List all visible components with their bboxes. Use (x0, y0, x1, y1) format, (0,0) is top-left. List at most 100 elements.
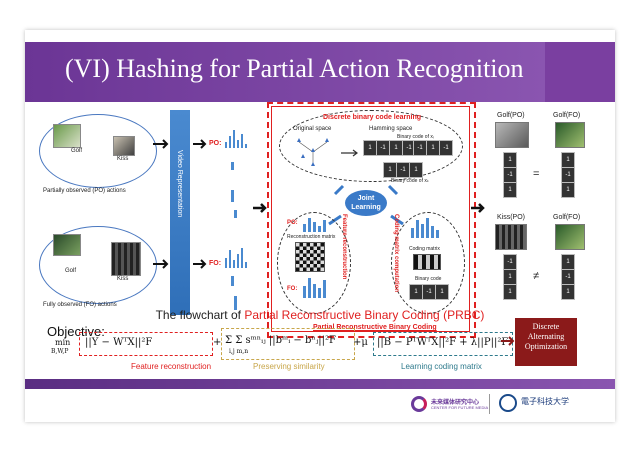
code-cell: -1 (561, 167, 575, 183)
reconstruction-matrix (295, 242, 325, 272)
code-cell: -1 (503, 167, 517, 183)
code-cell: -1 (503, 254, 517, 270)
joint-learning-node: Joint Learning (345, 190, 387, 216)
discrete-alternating-optimization-box: Discrete Alternating Optimization (515, 318, 577, 366)
code-cell: -1 (413, 140, 427, 156)
code-cell: 1 (503, 284, 517, 300)
golf-fo-thumb (53, 234, 81, 256)
fo-tag: FO: (209, 260, 222, 267)
code-cell: -1 (422, 284, 436, 300)
flowchart-caption: The flowchart of Partial Reconstructive … (25, 308, 615, 322)
kiss-fo-thumb (111, 242, 141, 276)
feature-reconstruction-vlabel: Feature reconstruction (341, 214, 347, 280)
po-tag: PO: (209, 140, 222, 147)
kiss-label-fo: Kiss (117, 276, 129, 282)
footer-bar (25, 379, 615, 389)
golf-fo-image (555, 122, 585, 148)
formula-min-sub: B,W,P (51, 348, 69, 355)
golf-po-thumb (53, 124, 81, 148)
code-cell: 1 (383, 162, 397, 178)
formula-min: min (55, 338, 71, 347)
preserving-similarity-box (221, 328, 355, 360)
cfm-logo-icon (411, 396, 427, 412)
legend-preserving-similarity: Preserving similarity (253, 362, 325, 371)
po-more-bars (231, 162, 237, 218)
code-cell: 1 (435, 284, 449, 300)
golf-po-title: Golf(PO) (497, 112, 525, 119)
original-space-label: Original space (293, 126, 332, 132)
code-cell: 1 (389, 140, 403, 156)
prbc-fo-hist (303, 278, 326, 298)
fo-caption: Fully observed (FO) actions (43, 302, 117, 308)
kiss-po-thumb (113, 136, 135, 156)
prbc-inner-frame (271, 106, 470, 332)
legend-learning-coding-matrix: Learning coding matrix (401, 362, 482, 371)
formula-term3: ||B − PᵀWᵀX||²F + λ||P||²F (377, 337, 509, 348)
feature-arrows (193, 139, 207, 269)
code-cell: 1 (561, 182, 575, 198)
binary-code-label: Binary code (415, 276, 442, 282)
cfm-logo-cn: 未来媒体研究中心 (431, 400, 480, 406)
cfm-logo-en: CENTER FOR FUTURE MEDIA (431, 405, 489, 410)
legend-feature-reconstruction: Feature reconstruction (131, 362, 212, 371)
code-cell: 1 (503, 182, 517, 198)
coding-hist (411, 218, 439, 238)
code-cell: 1 (561, 284, 575, 300)
to-results-arrow (471, 203, 485, 213)
code-cell: 1 (561, 152, 575, 168)
feature-reconstruction-box (79, 332, 213, 356)
dbcl-title: Discrete binary code learning (323, 114, 422, 121)
coding-matrix-vlabel: Coding matrix computation (393, 214, 399, 292)
disc-line-2: Alternating (527, 332, 565, 341)
code-cell: 1 (409, 284, 423, 300)
kiss-po-image (495, 224, 527, 250)
binary-code-xi-label: Binary code of xᵢ (397, 134, 434, 140)
code-cell: 1 (363, 140, 377, 156)
code-cell: -1 (376, 140, 390, 156)
code-cell: 1 (503, 269, 517, 285)
dbcl-ellipse (279, 110, 463, 182)
po-histogram (225, 130, 247, 148)
code-cell: -1 (561, 269, 575, 285)
coding-matrix-circle (391, 212, 465, 314)
code-cell: 1 (409, 162, 423, 178)
slide-title: (VI) Hashing for Partial Action Recognit… (65, 54, 524, 83)
kiss-label-po: Kiss (117, 156, 129, 162)
prbc-label: Partial Reconstructive Binary Coding (313, 324, 437, 331)
po-ellipse (39, 114, 157, 188)
formula-term2: Σ Σ sᵐⁿᵢⱼ ||bᵐᵢ − bⁿⱼ||²F (225, 335, 336, 346)
input-arrows (153, 139, 169, 269)
prbc-po-hist (303, 218, 326, 232)
video-representation-label: Video Representation (176, 150, 183, 218)
prbc-frame (267, 102, 476, 338)
golf-fo-title: Golf(FO) (553, 112, 581, 119)
original-space-graph (297, 138, 329, 166)
prbc-po-tag: PO: (287, 220, 298, 226)
kiss-po-title: Kiss(PO) (497, 214, 525, 221)
binary-code-xk-label: Binary code of xₖ (391, 178, 429, 184)
learning-coding-matrix-box (373, 332, 513, 356)
po-caption: Partially observed (PO) actions (43, 188, 126, 194)
equal-sign: = (533, 168, 540, 180)
golf-label-fo: Golf (65, 268, 77, 274)
coding-matrix-label: Coding matrix (409, 246, 440, 252)
disc-line-3: Optimization (524, 342, 568, 351)
formula-term2-sub: i,j m,n (229, 348, 249, 355)
golf-fo-title-2: Golf(FO) (553, 214, 581, 221)
to-prbc-arrow (253, 203, 267, 213)
golf-po-image (495, 122, 529, 148)
title-band (25, 42, 545, 102)
code-cell: 1 (561, 254, 575, 270)
logo-divider (489, 394, 490, 414)
not-equal-sign: ≠ (533, 270, 540, 282)
fo-histogram (225, 248, 247, 268)
reconstruction-matrix-label: Reconstruction matrix (287, 234, 336, 240)
objective-label: Objective: (47, 324, 105, 339)
title-bar: (VI) Hashing for Partial Action Recognit… (25, 42, 615, 102)
feature-reconstruction-circle (277, 212, 351, 314)
uestc-logo-cn: 電子科技大学 (521, 397, 569, 406)
code-cell: 1 (426, 140, 440, 156)
hamming-space-label: Hamming space (369, 126, 413, 132)
uestc-logo-icon (499, 394, 517, 412)
golf-label-po: Golf (71, 148, 83, 154)
